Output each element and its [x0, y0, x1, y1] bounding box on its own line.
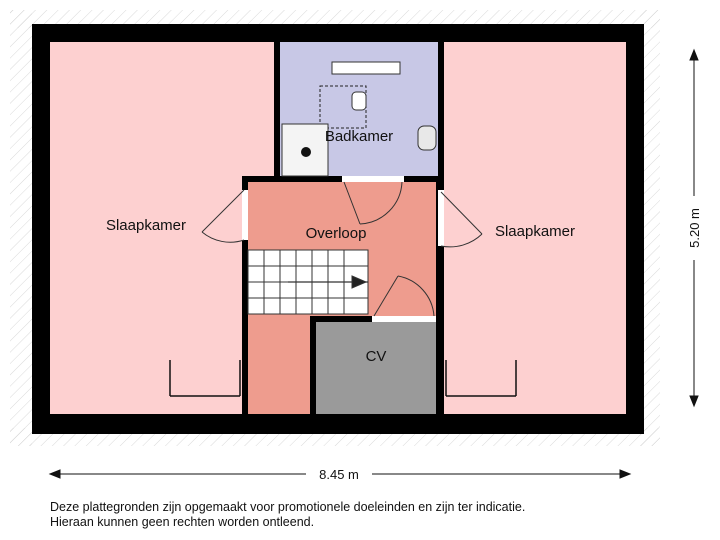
room-label-landing: Overloop [306, 225, 367, 242]
door-openings [242, 176, 444, 322]
toilet [351, 91, 367, 111]
depth-dimension-label: 5.20 m [687, 208, 702, 248]
staircase [247, 249, 369, 315]
bedroom-left-floor [50, 42, 276, 414]
room-label-bathroom: Badkamer [325, 128, 393, 145]
utility-floor [316, 322, 436, 414]
disclaimer: Deze plattegronden zijn opgemaakt voor p… [50, 500, 525, 530]
bathroom-fixtures [281, 61, 437, 177]
room-label-utility: CV [366, 348, 387, 365]
landing-lower-floor [248, 316, 310, 414]
width-dimension-label: 8.45 m [319, 467, 359, 482]
shower-drain [301, 147, 311, 157]
room-label-bedroom-left: Slaapkamer [106, 217, 186, 234]
disclaimer-line-2: Hieraan kunnen geen rechten worden ontle… [50, 515, 315, 529]
bottom-windows [169, 360, 517, 397]
bedroom-right-floor [444, 42, 626, 414]
sink [331, 61, 401, 75]
room-label-bedroom-right: Slaapkamer [495, 223, 575, 240]
door-swings [201, 181, 483, 317]
heater [417, 125, 437, 151]
disclaimer-line-1: Deze plattegronden zijn opgemaakt voor p… [50, 500, 526, 514]
